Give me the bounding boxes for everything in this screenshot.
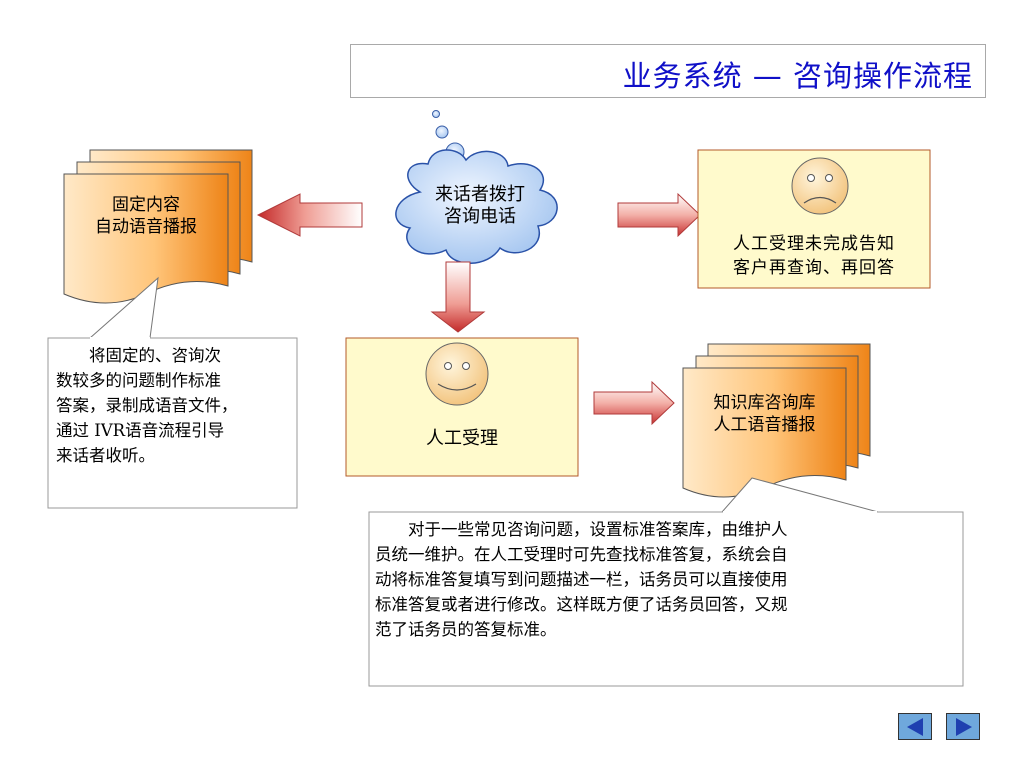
fixed-playback-line-1: 固定内容 <box>112 195 180 215</box>
fixed-note-line: 通过 IVR语音流程引导 <box>56 421 225 440</box>
caller-cloud-line-2: 咨询电话 <box>444 206 516 227</box>
callout-box-fixed <box>47 337 298 509</box>
callout-box-kb <box>368 511 964 687</box>
prev-slide-button[interactable] <box>898 713 932 740</box>
arrow-to-fixed <box>256 193 363 237</box>
fixed-note-line: 数较多的问题制作标准 <box>56 371 221 390</box>
title-box: 业务系统 — 咨询操作流程 <box>350 44 986 98</box>
kb-playback-line-2: 人工语音播报 <box>713 415 816 435</box>
doc-stack-fixed <box>63 149 253 304</box>
caller-cloud-label: 来话者拨打 咨询电话 <box>418 184 542 228</box>
left-triangle-icon <box>907 718 923 736</box>
next-slide-button[interactable] <box>946 713 980 740</box>
sad-face-icon <box>791 157 849 215</box>
kb-note-line: 动将标准答复填写到问题描述一栏，话务员可以直接使用 <box>375 570 788 589</box>
doc-stack-kb <box>682 343 871 498</box>
fixed-playback-line-2: 自动语音播报 <box>95 217 197 237</box>
fixed-note-line: 来话者收听。 <box>56 446 155 465</box>
kb-note: 对于一些常见咨询问题，设置标准答案库，由维护人 员统一维护。在人工受理时可先查找… <box>375 517 961 642</box>
incomplete-box <box>697 149 931 289</box>
arrow-to-kb <box>593 380 675 426</box>
incomplete-label: 人工受理未完成告知 客户再查询、再回答 <box>702 232 926 280</box>
fixed-note-line: 答案，录制成语音文件， <box>56 396 238 415</box>
kb-playback-line-1: 知识库咨询库 <box>713 393 816 413</box>
manual-label: 人工受理 <box>426 428 498 449</box>
arrow-to-manual <box>430 261 486 333</box>
incomplete-line-2: 客户再查询、再回答 <box>733 258 895 278</box>
fixed-note-line: 将固定的、咨询次 <box>56 346 221 365</box>
right-triangle-icon <box>956 718 972 736</box>
kb-note-line: 对于一些常见咨询问题，设置标准答案库，由维护人 <box>375 520 788 539</box>
happy-face-icon <box>425 342 489 406</box>
arrow-to-incomplete <box>617 192 701 238</box>
caller-cloud <box>395 149 558 264</box>
page-title: 业务系统 — 咨询操作流程 <box>622 59 973 93</box>
caller-cloud-line-1: 来话者拨打 <box>435 184 525 205</box>
kb-note-line: 范了话务员的答复标准。 <box>375 620 557 639</box>
fixed-playback-label: 固定内容 自动语音播报 <box>64 194 228 238</box>
fixed-note: 将固定的、咨询次 数较多的问题制作标准 答案，录制成语音文件， 通过 IVR语音… <box>56 343 296 468</box>
incomplete-line-1: 人工受理未完成告知 <box>733 234 895 254</box>
kb-note-line: 标准答复或者进行修改。这样既方便了话务员回答，又规 <box>375 595 788 614</box>
kb-playback-label: 知识库咨询库 人工语音播报 <box>683 392 846 436</box>
kb-note-line: 员统一维护。在人工受理时可先查找标准答复，系统会自 <box>375 545 788 564</box>
